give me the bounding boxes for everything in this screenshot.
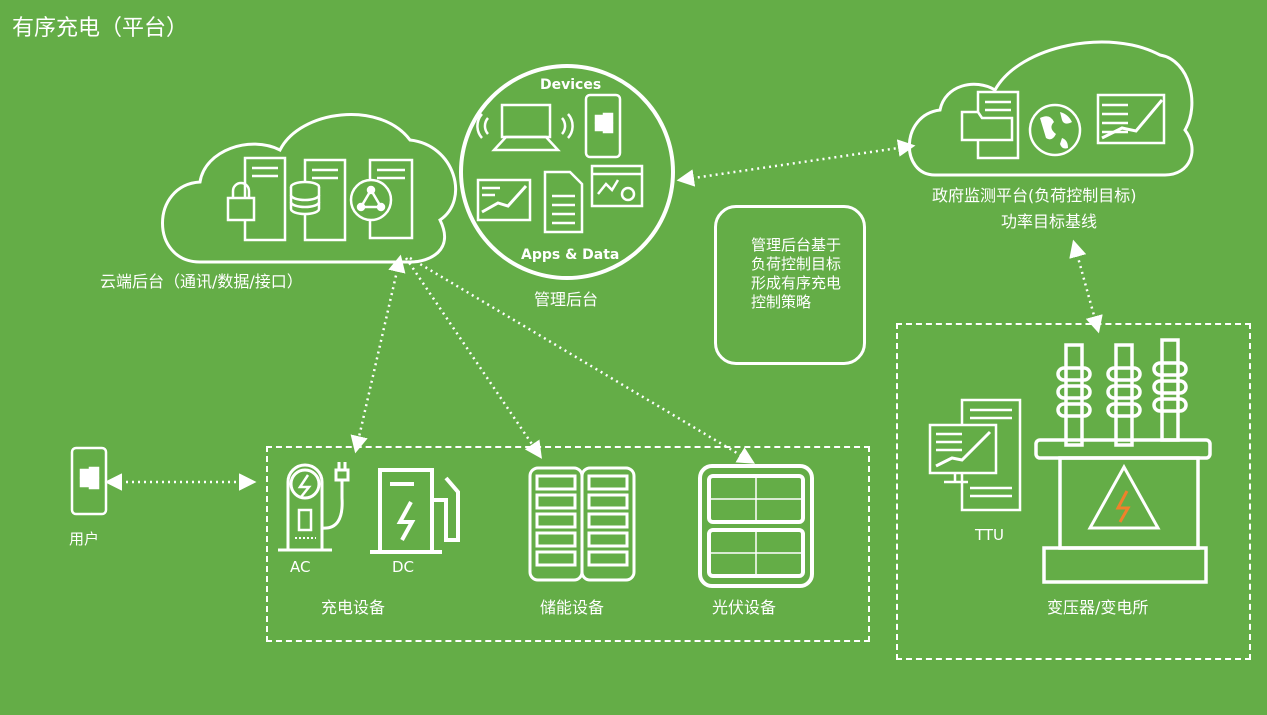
connections: [104, 139, 1103, 491]
strategy-text: 管理后台基于负荷控制目标形成有序充电控制策略: [751, 236, 842, 311]
laptop-icon: [476, 103, 574, 152]
cloud-backend-label: 云端后台（通讯/数据/接口）: [100, 272, 303, 291]
ac-label: AC: [290, 558, 311, 576]
link-cloud-storage: [404, 257, 542, 459]
ttu-label: TTU: [975, 526, 1005, 544]
power-baseline-label: 功率目标基线: [1001, 212, 1098, 231]
folder-icon: [960, 110, 1014, 142]
link-government-substation: [1069, 239, 1103, 334]
substation-group: [896, 323, 1251, 660]
strategy-box: 管理后台基于负荷控制目标形成有序充电控制策略: [714, 205, 866, 365]
charging-label: 充电设备: [321, 598, 386, 617]
globe-icon: [1028, 103, 1082, 157]
management-circle: [459, 64, 675, 280]
cloud-backend-cloud: [161, 113, 458, 264]
pv-panel-icon: [698, 464, 814, 588]
pv-label: 光伏设备: [712, 598, 777, 617]
user-phone-icon: [70, 446, 108, 516]
government-cloud: [907, 40, 1194, 177]
management-label: 管理后台: [534, 290, 599, 309]
user-label: 用户: [69, 530, 100, 548]
ttu-icon: [928, 398, 1022, 512]
transformer-icon: [1034, 338, 1212, 584]
link-cloud-charging: [350, 254, 406, 454]
equipment-group: [266, 446, 870, 642]
page-title: 有序充电（平台）: [12, 16, 189, 41]
settings-window-icon: [590, 164, 644, 208]
chart-icon: [476, 178, 532, 222]
link-cloud-pv: [409, 256, 756, 464]
chart-icon: [1096, 93, 1166, 145]
phone-icon: [584, 93, 622, 159]
government-label: 政府监测平台(负荷控制目标): [932, 186, 1137, 205]
apps-data-label: Apps & Data: [521, 247, 620, 263]
dc-label: DC: [392, 558, 415, 576]
devices-label: Devices: [540, 77, 602, 93]
storage-battery-icon: [528, 466, 636, 582]
server-globe-icon: [349, 158, 414, 240]
server-lock-icon: [226, 156, 287, 242]
document-icon: [543, 170, 584, 234]
server-database-icon: [289, 158, 347, 242]
link-management-government: [676, 139, 916, 187]
dc-charger-icon: [370, 468, 460, 554]
substation-label: 变压器/变电所: [1047, 598, 1149, 617]
ac-charger-icon: [278, 462, 350, 552]
storage-label: 储能设备: [540, 598, 605, 617]
